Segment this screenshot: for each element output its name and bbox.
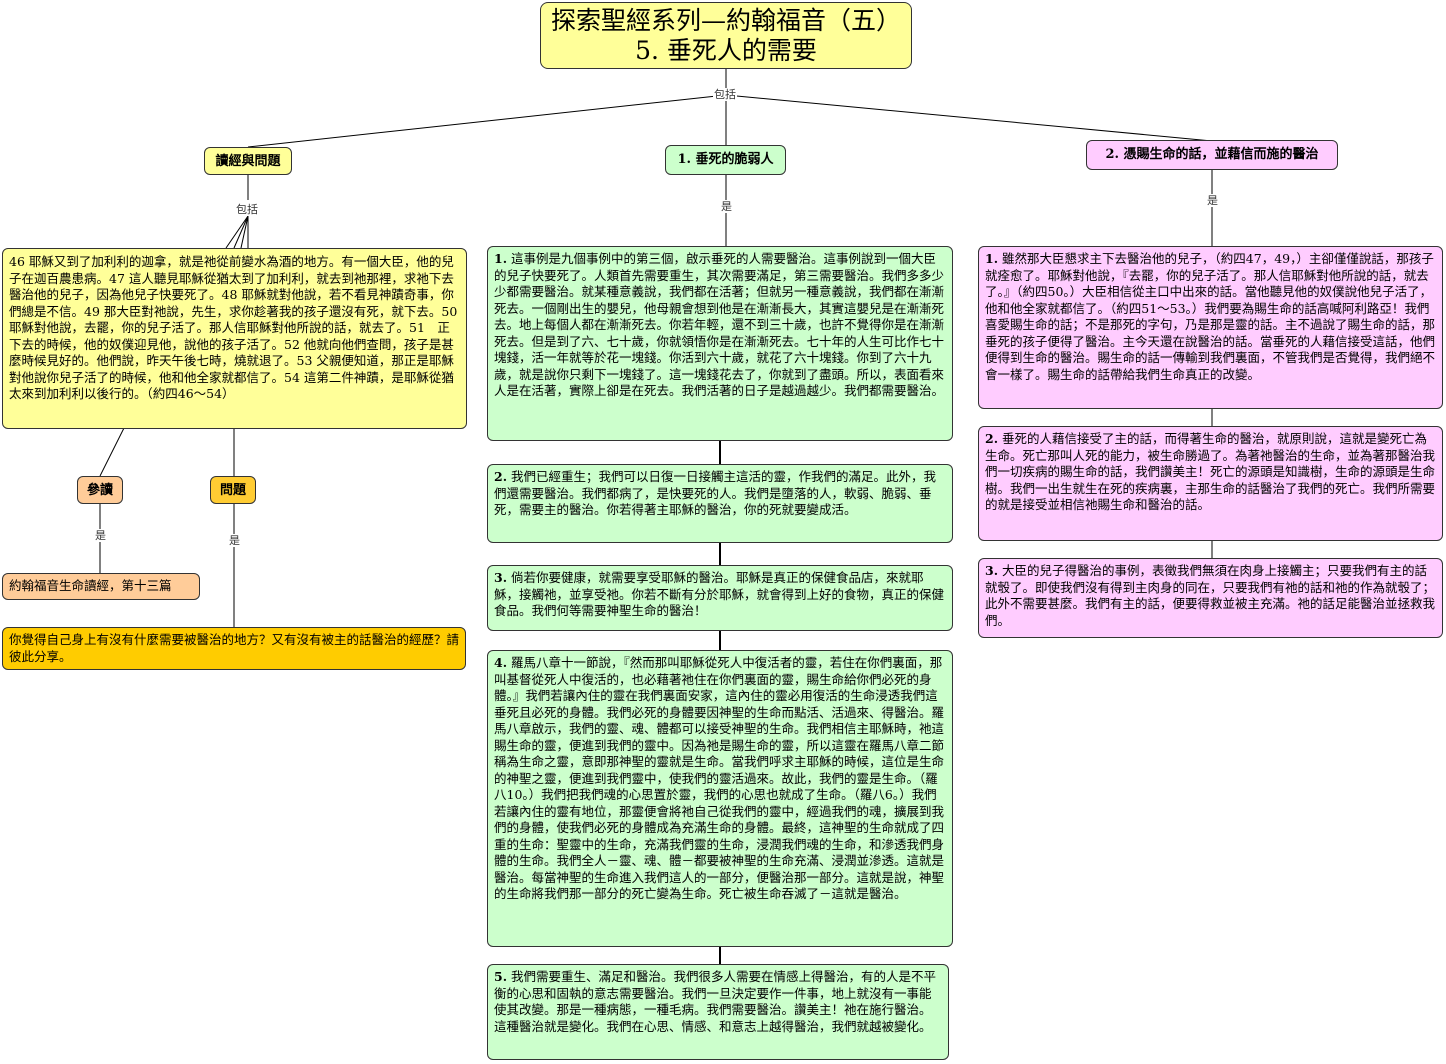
title-node: 探索聖經系列—約翰福音（五） 5. 垂死人的需要 [540, 2, 912, 69]
branch1-label: 1. 垂死的脆弱人 [677, 152, 774, 167]
ref-label-node: 參讀 [77, 476, 123, 504]
branch2-item-1-num: 1. [985, 251, 999, 266]
ref-text-node: 約翰福音生命讀經，第十三篇 [2, 573, 200, 600]
link-label-branch1: 是 [720, 200, 733, 213]
branch1-item-4: 4. 羅馬八章十一節說，『然而那叫耶穌從死人中復活者的靈，若住在你們裏面，那叫基… [487, 650, 953, 947]
branch2-label-node: 2. 憑賜生命的話，並藉信而施的醫治 [1086, 140, 1338, 170]
title-line2: 5. 垂死人的需要 [635, 36, 817, 65]
branch1-item-3-num: 3. [494, 570, 508, 585]
branch2-item-3-text: 大臣的兒子得醫治的事例，表徵我們無須在肉身上接觸主；只要我們有主的話就彀了。即使… [985, 563, 1436, 628]
reading-label: 讀經與問題 [215, 154, 281, 169]
branch2-label: 2. 憑賜生命的話，並藉信而施的醫治 [1105, 147, 1319, 162]
question-label: 問題 [219, 483, 246, 498]
question-text: 你覺得自己身上有沒有什麼需要被醫治的地方？又有沒有被主的話醫治的經歷？請彼此分享… [9, 632, 460, 664]
title-line1: 探索聖經系列—約翰福音（五） [550, 6, 901, 35]
link-label-root: 包括 [713, 88, 737, 101]
branch1-label-node: 1. 垂死的脆弱人 [665, 145, 786, 175]
link-label-question: 是 [228, 534, 241, 547]
link-label-branch2: 是 [1206, 194, 1219, 207]
reading-label-node: 讀經與問題 [204, 147, 292, 175]
link-label-ref: 是 [94, 529, 107, 542]
branch1-item-1: 1. 這事例是九個事例中的第三個，啟示垂死的人需要醫治。這事例說到一個大臣的兒子… [487, 246, 953, 441]
branch1-item-5-num: 5. [494, 969, 508, 984]
branch2-item-1-text: 雖然那大臣懇求主下去醫治他的兒子，（約四47，49，）主卻僅僅說話，那孩子就痊愈… [985, 251, 1436, 382]
branch2-item-2-text: 垂死的人藉信接受了主的話，而得著生命的醫治，就原則說，這就是變死亡為生命。死亡那… [985, 431, 1436, 512]
branch1-item-5-text: 我們需要重生、滿足和醫治。我們很多人需要在情感上得醫治，有的人是不平衡的心思和固… [494, 969, 937, 1034]
branch1-item-3-text: 倘若你要健康，就需要享受耶穌的醫治。耶穌是真正的保健食品店，來就耶穌，接觸祂，並… [494, 570, 945, 618]
branch2-item-3-num: 3. [985, 563, 999, 578]
question-text-node: 你覺得自己身上有沒有什麼需要被醫治的地方？又有沒有被主的話醫治的經歷？請彼此分享… [2, 627, 466, 670]
branch1-item-5: 5. 我們需要重生、滿足和醫治。我們很多人需要在情感上得醫治，有的人是不平衡的心… [487, 964, 949, 1060]
ref-label: 參讀 [86, 483, 113, 498]
branch1-item-1-num: 1. [494, 251, 508, 266]
branch2-item-2: 2. 垂死的人藉信接受了主的話，而得著生命的醫治，就原則說，這就是變死亡為生命。… [978, 426, 1443, 541]
link-label-reading: 包括 [235, 203, 259, 216]
branch2-item-3: 3. 大臣的兒子得醫治的事例，表徵我們無須在肉身上接觸主；只要我們有主的話就彀了… [978, 558, 1443, 638]
branch1-item-1-text: 這事例是九個事例中的第三個，啟示垂死的人需要醫治。這事例說到一個大臣的兒子快要死… [494, 251, 945, 398]
reading-passage: 46 耶穌又到了加利利的迦拿，就是祂從前變水為酒的地方。有一個大臣，他的兒子在迦… [9, 254, 458, 401]
branch2-item-2-num: 2. [985, 431, 999, 446]
branch1-item-4-num: 4. [494, 655, 508, 670]
branch1-item-4-text: 羅馬八章十一節說，『然而那叫耶穌從死人中復活者的靈，若住在你們裏面，那叫基督從死… [494, 655, 945, 901]
ref-text: 約翰福音生命讀經，第十三篇 [9, 578, 172, 593]
branch1-item-3: 3. 倘若你要健康，就需要享受耶穌的醫治。耶穌是真正的保健食品店，來就耶穌，接觸… [487, 565, 953, 631]
branch1-item-2: 2. 我們已經重生；我們可以日復一日接觸主這活的靈，作我們的滿足。此外，我們還需… [487, 464, 953, 543]
branch1-item-2-num: 2. [494, 469, 508, 484]
branch1-item-2-text: 我們已經重生；我們可以日復一日接觸主這活的靈，作我們的滿足。此外，我們還需要醫治… [494, 469, 937, 517]
reading-passage-node: 46 耶穌又到了加利利的迦拿，就是祂從前變水為酒的地方。有一個大臣，他的兒子在迦… [2, 248, 467, 429]
question-label-node: 問題 [210, 476, 256, 504]
branch2-item-1: 1. 雖然那大臣懇求主下去醫治他的兒子，（約四47，49，）主卻僅僅說話，那孩子… [978, 246, 1443, 409]
